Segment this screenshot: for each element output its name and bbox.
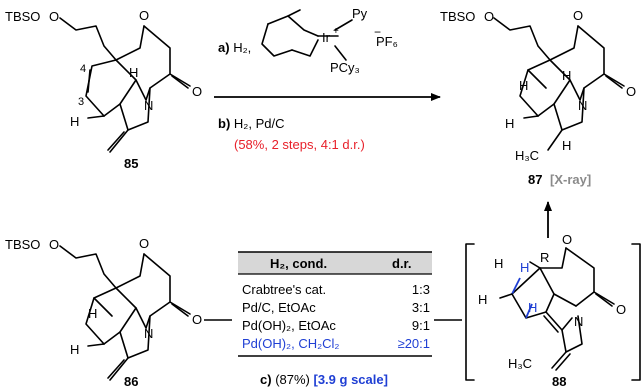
table-caption: c) (87%) [3.9 g scale] [260,372,388,387]
lactam-oxygen: O [626,84,636,99]
step-a: a) H₂, [218,40,251,55]
right-bracket [631,243,641,381]
methylene-h-top: H [494,256,503,271]
methine-h: H [562,138,571,153]
left-bracket [465,243,475,381]
crabtree-catalyst: Py Ir + − PF₆ PCy₃ [261,6,398,75]
deuterium-like-h2: H [528,300,537,315]
lactam-oxygen: O [616,302,626,317]
header-conditions: H₂, cond. [270,256,327,271]
conditions-table: H₂, cond. d.r. Crabtree's cat. 1:3 Pd/C,… [238,251,432,387]
compound-number-87: 87 [528,172,542,187]
ring-junction-h: H [129,65,138,80]
row-condition: Pd/C, EtOAc [242,300,316,315]
cyclobutane-h: H [519,78,528,93]
nitrogen-label: N [144,98,153,113]
bridgehead-h: H [505,116,514,131]
compound-number-88: 88 [552,374,566,389]
ketone-oxygen: O [573,8,583,23]
top-reaction: a) H₂, b) H₂, Pd/C (58%, 2 steps, 4:1 d.… [214,40,441,152]
hexafluorophosphate: PF₆ [376,34,398,49]
cyclobutane-h: H [88,306,97,321]
lactam-oxygen: O [192,84,202,99]
cation-charge: + [333,26,339,37]
compound-number-86: 86 [124,374,138,389]
intermediate-88: H H H H R O O N H₃C 88 [465,201,641,389]
tricyclohexylphosphine: PCy₃ [330,60,360,75]
step-b: b) H₂, Pd/C [218,116,284,131]
row-dr: 9:1 [412,318,430,333]
nitrogen-label: N [574,314,583,329]
compound-86: TBSO O O O N H H 86 [5,236,202,389]
iridium-center: Ir [322,30,331,45]
nitrogen-label: N [578,98,587,113]
tbso-label: TBSO [5,237,40,252]
table-header-bg [238,252,432,274]
lactam-oxygen: O [192,312,202,327]
r-substituent: R [540,250,549,265]
row-condition: Pd(OH)₂, EtOAc [242,318,336,333]
row-condition-highlight: Pd(OH)₂, CH₂Cl₂ [242,336,339,351]
row-dr-highlight: ≥20:1 [398,336,430,351]
tbso-label: TBSO [5,9,40,24]
compound-87: TBSO O O O N H H H H H₃C 87 [X-ray] [440,8,636,187]
nitrogen-label: N [144,326,153,341]
row-dr: 1:3 [412,282,430,297]
ether-oxygen: O [484,9,494,24]
anion-charge: − [374,25,381,39]
carbon-4-label: 4 [80,63,86,75]
carbon-3-label: 3 [78,96,84,108]
x-ray-label: [X-ray] [550,172,591,187]
methylene-h-left: H [478,292,487,307]
ketone-oxygen: O [139,236,149,251]
allylic-h: H [70,114,79,129]
yield-text: (58%, 2 steps, 4:1 d.r.) [234,137,365,152]
row-condition: Crabtree's cat. [242,282,326,297]
ether-oxygen: O [49,237,59,252]
compound-number-85: 85 [124,156,138,171]
ketone-oxygen: O [139,8,149,23]
ketone-oxygen: O [562,232,572,247]
header-dr: d.r. [392,256,412,271]
bridgehead-h: H [70,342,79,357]
methyl-label: H₃C [515,148,539,163]
ether-oxygen: O [49,9,59,24]
pyridine-ligand: Py [352,6,368,21]
deuterium-like-h1: H [520,260,529,275]
methyl-label: H₃C [508,356,532,371]
ring-junction-h: H [562,68,571,83]
compound-85: TBSO O O O N H H 3 4 85 [5,8,202,171]
row-dr: 3:1 [412,300,430,315]
tbso-label: TBSO [440,9,475,24]
